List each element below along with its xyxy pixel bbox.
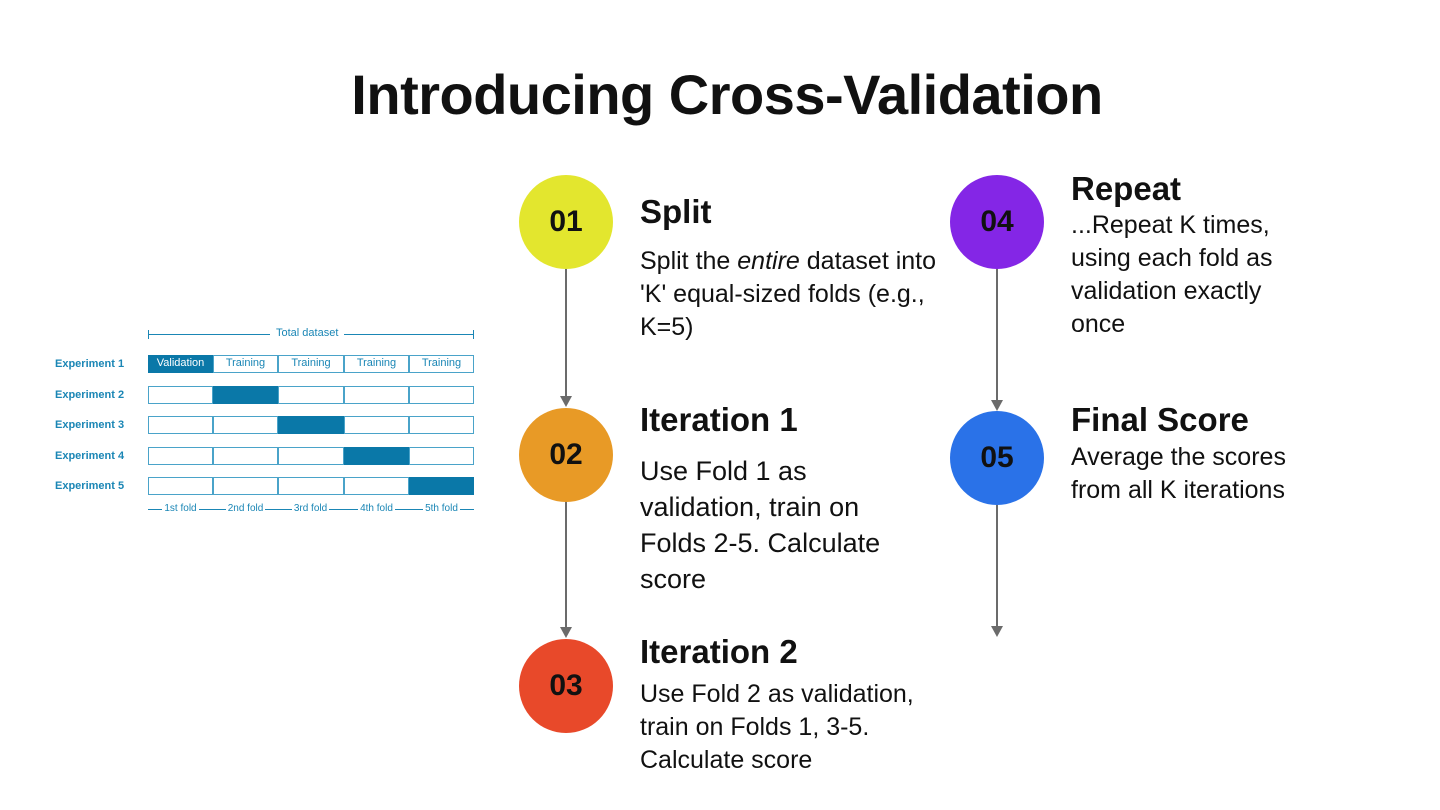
connector-line: [565, 268, 567, 398]
fold-cell: [148, 477, 213, 495]
fold-cell: [148, 416, 213, 434]
fold-cell: [148, 386, 213, 404]
step-description: Use Fold 1 as validation, train on Folds…: [640, 456, 881, 594]
step-number-badge: 04: [950, 175, 1044, 269]
step-number-badge: 05: [950, 411, 1044, 505]
fold-cell: [344, 477, 409, 495]
fold-cell: [148, 447, 213, 465]
fold-cell: [409, 447, 474, 465]
fold-cell: Training: [213, 355, 278, 373]
experiment-label: Experiment 4: [55, 450, 125, 462]
experiment-label: Experiment 5: [55, 480, 125, 492]
fold-cell-validation: [213, 386, 278, 404]
fold-cell: [344, 386, 409, 404]
step-number-badge: 02: [519, 408, 613, 502]
fold-label: 1st fold: [162, 503, 199, 514]
experiment-label: Experiment 2: [55, 389, 125, 401]
page-title: Introducing Cross-Validation: [351, 63, 1103, 126]
fold-cell: [278, 447, 344, 465]
fold-cell: [409, 416, 474, 434]
cv-diagram: Total dataset Experiment 1 Experiment 2 …: [0, 320, 490, 520]
fold-cell-validation: [344, 447, 409, 465]
fold-cell: [213, 447, 278, 465]
fold-cell: [213, 416, 278, 434]
step-description: ...Repeat K times, using each fold as va…: [1071, 211, 1273, 338]
connector-line: [565, 501, 567, 629]
fold-cell: [278, 477, 344, 495]
experiment-label: Experiment 1: [55, 358, 125, 370]
step-title: Iteration 2: [640, 633, 798, 670]
total-dataset-label: Total dataset: [270, 327, 345, 339]
connector-line: [996, 505, 998, 628]
fold-cell: Validation: [148, 355, 213, 373]
fold-cell: Training: [278, 355, 344, 373]
fold-label: 3rd fold: [291, 503, 330, 514]
step-description: Average the scores from all K iterations: [1071, 443, 1286, 504]
fold-cell: [278, 386, 344, 404]
step-number-badge: 01: [519, 175, 613, 269]
fold-cell: [344, 416, 409, 434]
step-number-badge: 03: [519, 639, 613, 733]
experiment-label: Experiment 3: [55, 419, 125, 431]
step-title: Iteration 1: [640, 401, 798, 438]
fold-cell: Training: [409, 355, 474, 373]
step-description: Split the entire dataset into 'K' equal-…: [640, 247, 937, 341]
step-title: Split: [640, 193, 712, 230]
step-title: Repeat: [1071, 170, 1182, 207]
arrow-down-icon: [560, 627, 572, 638]
fold-label: 4th fold: [358, 503, 395, 514]
fold-cell: Training: [344, 355, 409, 373]
fold-label: 5th fold: [423, 503, 460, 514]
fold-cell-validation: [278, 416, 344, 434]
arrow-down-icon: [991, 626, 1003, 637]
fold-cell: [213, 477, 278, 495]
step-title: Final Score: [1071, 401, 1249, 438]
fold-label: 2nd fold: [225, 503, 266, 514]
fold-cell: [409, 386, 474, 404]
step-description: Use Fold 2 as validation, train on Folds…: [640, 680, 914, 774]
connector-line: [996, 268, 998, 402]
arrow-down-icon: [560, 396, 572, 407]
arrow-down-icon: [991, 400, 1003, 411]
fold-cell-validation: [409, 477, 474, 495]
